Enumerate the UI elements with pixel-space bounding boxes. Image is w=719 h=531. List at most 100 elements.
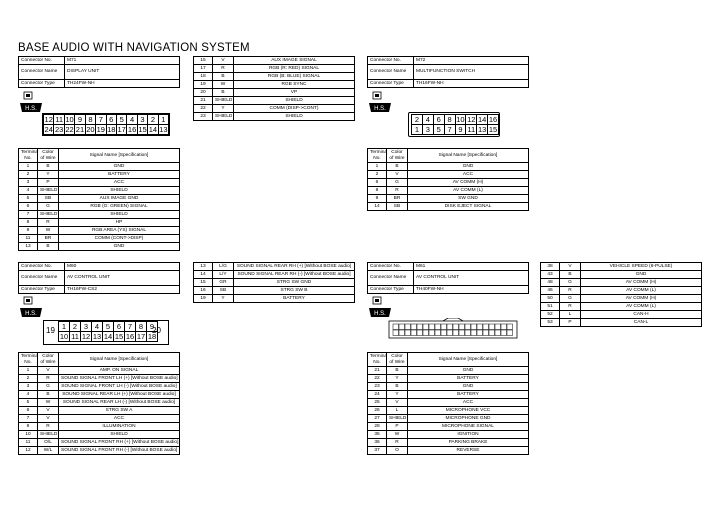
wire-color: V: [37, 414, 59, 423]
signal-name: SHIELD: [58, 430, 180, 439]
wire-color: W/L: [37, 446, 59, 455]
terminal-no: 14: [367, 202, 387, 211]
connector-pin: [398, 329, 405, 336]
wire-color: SHIELD: [37, 430, 59, 439]
terminal-no: 51: [540, 302, 560, 311]
wire-color: L/Y: [212, 270, 234, 279]
connector-pin: [482, 329, 489, 336]
hdr-signal-name: Signal Name [Specification]: [407, 148, 529, 163]
wire-color: R: [37, 218, 59, 227]
signal-name: VEHICLE SPEED (8-PULSE): [580, 262, 702, 271]
connector-pin: [392, 323, 399, 330]
terminal-no: 27: [367, 414, 387, 423]
signal-name: COMM (CONT->DISP): [58, 234, 180, 243]
label-connector-no: Connector No.: [367, 56, 414, 65]
connector-pin: [416, 329, 423, 336]
terminal-no: 17: [193, 64, 213, 73]
terminal-no: 8: [367, 186, 387, 195]
label-connector-no: Connector No.: [367, 262, 414, 271]
terminal-no: 13: [193, 262, 213, 271]
terminal-no: 52: [540, 310, 560, 319]
terminal-no: 23: [193, 112, 213, 121]
wire-color: B: [386, 366, 408, 375]
terminal-no: 18: [193, 72, 213, 81]
wire-color: G: [386, 178, 408, 187]
connector-pin: [446, 323, 453, 330]
connector-pin: [470, 329, 477, 336]
signal-name: MICROPHONE SIGNAL: [407, 422, 529, 431]
signal-name: MICROPHONE GND: [407, 414, 529, 423]
label-connector-type: Connector Type: [367, 79, 414, 88]
wire-color: Y: [386, 390, 408, 399]
m60-pin-20: 20: [152, 326, 161, 335]
connector-pin: [398, 323, 405, 330]
harness-side-icon: H.S.: [369, 296, 391, 317]
signal-name: ACC: [58, 178, 180, 187]
wire-color: V: [386, 170, 408, 179]
terminal-no: 19: [193, 294, 213, 303]
signal-name: SOUND SIGNAL FRONT LH (+) [Without BOSE …: [58, 374, 180, 383]
terminal-no: 8: [18, 218, 38, 227]
wire-color: BR: [386, 194, 408, 203]
terminal-no: 14: [193, 270, 213, 279]
connector-pin: [488, 323, 495, 330]
connector-pin: [410, 329, 417, 336]
wire-color: Y: [37, 170, 59, 179]
terminal-no: 43: [540, 270, 560, 279]
signal-name: BATTERY: [407, 374, 529, 383]
terminal-no: 36: [367, 438, 387, 447]
signal-name: AV COMM (H): [407, 178, 529, 187]
wire-color: G: [37, 382, 59, 391]
signal-name: CAN-H: [580, 310, 702, 319]
connector-pin: [494, 329, 501, 336]
hs-text: H.S.: [25, 106, 37, 112]
terminal-no: 12: [18, 446, 38, 455]
terminal-no: 2: [18, 170, 38, 179]
terminal-no: 35: [367, 430, 387, 439]
connector-pin: [476, 329, 483, 336]
m60-connector-name: AV CONTROL UNIT: [64, 270, 180, 286]
m71-connector-type: TH24FW-NH: [64, 79, 180, 88]
connector-pin: [428, 323, 435, 330]
wire-color: L: [559, 310, 581, 319]
terminal-no: 7: [18, 414, 38, 423]
connector-pin: [506, 329, 513, 336]
signal-name: SOUND SIGNAL REAR LH (+) [Without BOSE a…: [58, 390, 180, 399]
label-connector-name: Connector Name: [18, 270, 65, 286]
signal-name: GND: [407, 382, 529, 391]
terminal-no: 11: [18, 234, 38, 243]
hs-text: H.S.: [374, 311, 386, 317]
page-title: BASE AUDIO WITH NAVIGATION SYSTEM: [18, 42, 250, 54]
signal-name: IGNITION: [407, 430, 529, 439]
connector-pin: [464, 323, 471, 330]
connector-pin: [434, 329, 441, 336]
wire-color: W: [37, 398, 59, 407]
